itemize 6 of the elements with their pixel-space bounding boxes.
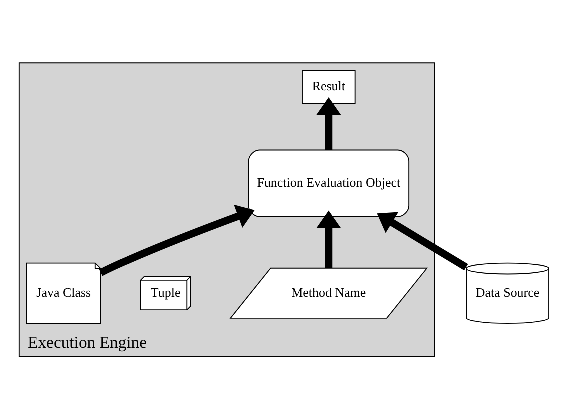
arrow [99,204,255,276]
arrow [316,97,342,150]
node-box: Result [302,70,356,104]
node-box: Function Evaluation Object [248,149,410,217]
arrow [316,210,342,268]
arrow [377,212,468,270]
